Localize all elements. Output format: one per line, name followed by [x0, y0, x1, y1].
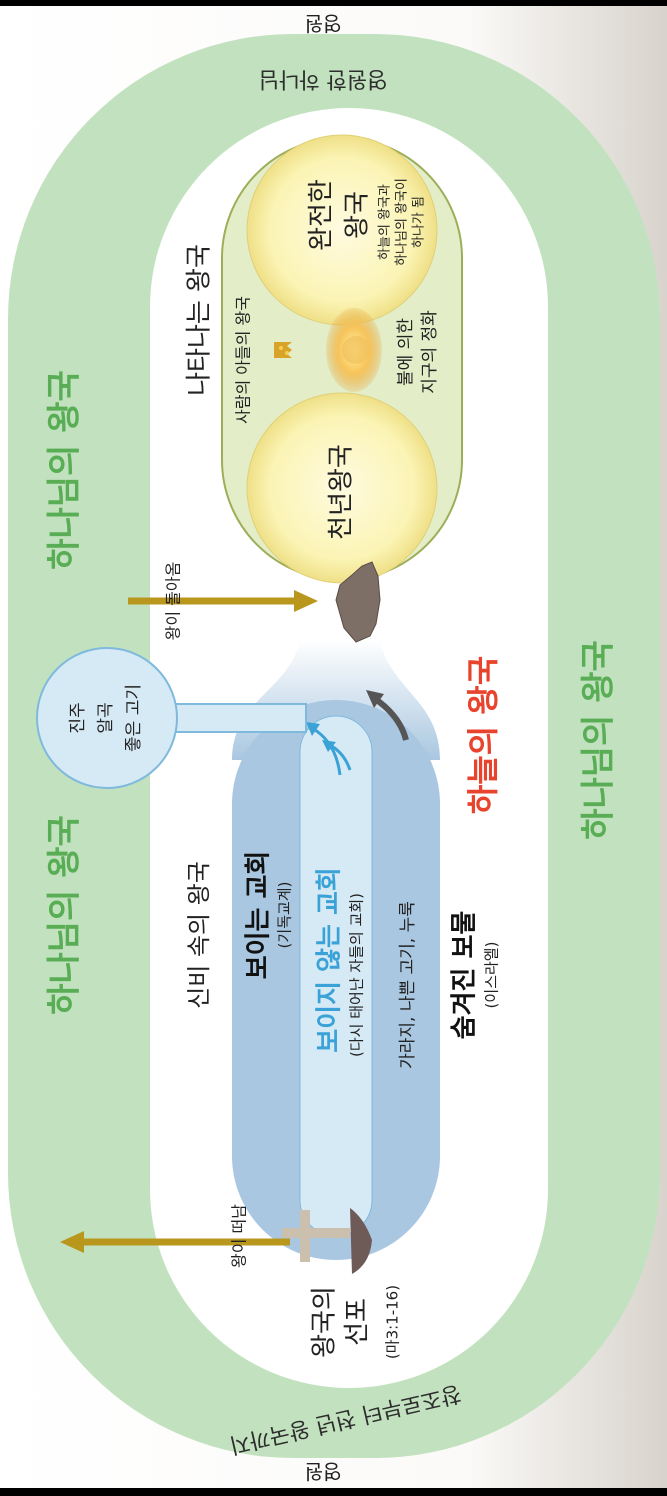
kingdom-of-god-label-left-lower: 하나님의 왕국: [45, 815, 85, 1015]
fire-core: [342, 336, 370, 364]
king-departs-label: 왕이 떠남: [230, 1204, 249, 1268]
kingdom-of-god-label-left-upper: 하나님의 왕국: [45, 370, 85, 570]
kingdom-proclamation-label-2: 선포: [343, 1298, 373, 1346]
invisible-church-subtitle: (다시 태어난 자들의 교회): [348, 893, 366, 1057]
crowns-icon: [274, 342, 292, 358]
invisible-church-title: 보이지 않는 교회: [315, 867, 345, 1053]
eternity-label-top: 영원: [305, 12, 342, 36]
pearl-connector: [170, 703, 307, 733]
visible-church-title: 보이는 교회: [244, 851, 274, 980]
perfect-kingdom-label-1: 완전한: [307, 179, 337, 251]
eternal-god-label: 영원한 하나님: [259, 66, 387, 91]
sons-kingdom-note: 사람의 아들의 왕국: [234, 296, 253, 424]
kingdom-proclamation-label-1: 왕국의: [310, 1286, 340, 1358]
millennium-label: 천년왕국: [327, 444, 357, 540]
fire-note-2: 지구의 정화: [420, 310, 440, 394]
mystery-kingdom-label: 신비 속의 왕국: [185, 861, 213, 1009]
fire-note-1: 불에 의한: [396, 318, 416, 386]
perfect-note-3: 하나가 됨: [412, 196, 427, 248]
hidden-treasure-subtitle: (이스라엘): [483, 942, 501, 1009]
wheat-label: 알곡: [96, 702, 116, 733]
rock-icon: [335, 561, 381, 643]
king-returns-arrow-head: [294, 590, 318, 612]
perfect-note-2: 하나님의 왕국이: [395, 178, 410, 266]
cross-icon: [282, 1210, 350, 1262]
eternity-label-bottom: 영원: [305, 1460, 342, 1484]
tares-arrow-head: [366, 690, 384, 708]
pearl-label: 진주: [68, 702, 88, 733]
pearl-bubble: [36, 647, 178, 789]
rebirth-arrow-1-head: [306, 722, 320, 736]
good-fish-label: 좋은 고기: [124, 684, 144, 752]
king-returns-label: 왕이 돌아옴: [164, 562, 183, 641]
perfect-note-1: 하늘의 왕국과: [378, 184, 393, 260]
king-departs-arrow-head: [60, 1231, 84, 1253]
perfect-kingdom-label-2: 왕국: [343, 191, 373, 239]
rebirth-arrow-2-head: [322, 740, 336, 752]
visible-church-subtitle: (기독교계): [276, 882, 294, 949]
tares-note: 가라지, 나쁜 고기, 누룩: [398, 901, 418, 1069]
manifest-kingdom-label: 나타나는 왕국: [185, 244, 215, 396]
kingdom-of-god-label-right: 하나님의 왕국: [579, 640, 619, 840]
top-black-bar: [0, 0, 667, 6]
bottom-black-bar: [0, 1488, 667, 1496]
heaven-kingdom-label: 하늘의 왕국: [464, 656, 502, 814]
tomb-icon: [350, 1208, 372, 1274]
hidden-treasure-title: 숨겨진 보물: [450, 911, 480, 1040]
kingdom-proclamation-reference: (마3:1-16): [384, 1285, 402, 1359]
